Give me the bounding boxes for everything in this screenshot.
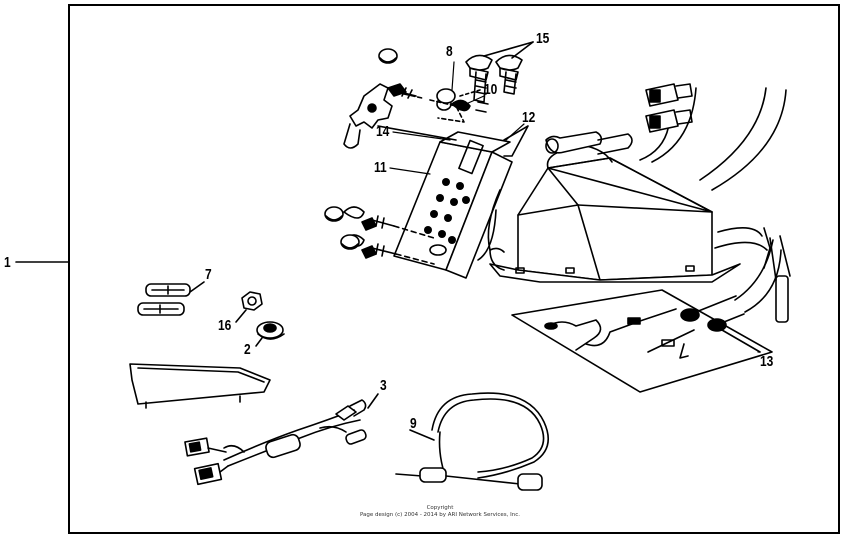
washer-caps (324, 48, 456, 250)
harness-cables (714, 227, 791, 323)
callout-7: 7 (205, 266, 212, 283)
part-9-loop-cable (395, 392, 550, 491)
copyright-notice: Copyright Page design (c) 2004 - 2014 by… (330, 505, 550, 519)
part-11-regulator (393, 131, 513, 279)
copyright-line-2: Page design (c) 2004 - 2014 by ARI Netwo… (359, 512, 521, 518)
callout-11: 11 (374, 159, 387, 176)
callout-10: 10 (484, 81, 498, 98)
part-15-bolts (465, 41, 534, 103)
part-14-key (343, 83, 457, 149)
callout-9: 9 (410, 415, 417, 432)
part-2-grommet (255, 321, 285, 347)
callout-12: 12 (522, 109, 536, 126)
callout-13: 13 (760, 353, 774, 370)
callout-8: 8 (446, 43, 453, 60)
callout-3: 3 (380, 377, 387, 394)
part-3-wire-harness (184, 393, 379, 486)
diagram-frame (68, 4, 840, 534)
cover-plate (129, 363, 271, 409)
part-13-harness-sheet (511, 289, 773, 393)
screws-and-washers (343, 83, 489, 265)
copyright-line-1: Copyright (426, 505, 454, 511)
callout-16: 16 (218, 317, 232, 334)
callout-14: 14 (376, 123, 390, 140)
part-16-nut (235, 291, 263, 323)
callout-15: 15 (536, 30, 550, 47)
part-7-fuses (137, 281, 205, 316)
part-12-bracket (487, 125, 529, 271)
callout-1: 1 (4, 254, 11, 271)
callout-leaders (389, 61, 761, 353)
callout-2: 2 (244, 341, 251, 358)
plug-connectors (545, 83, 693, 155)
